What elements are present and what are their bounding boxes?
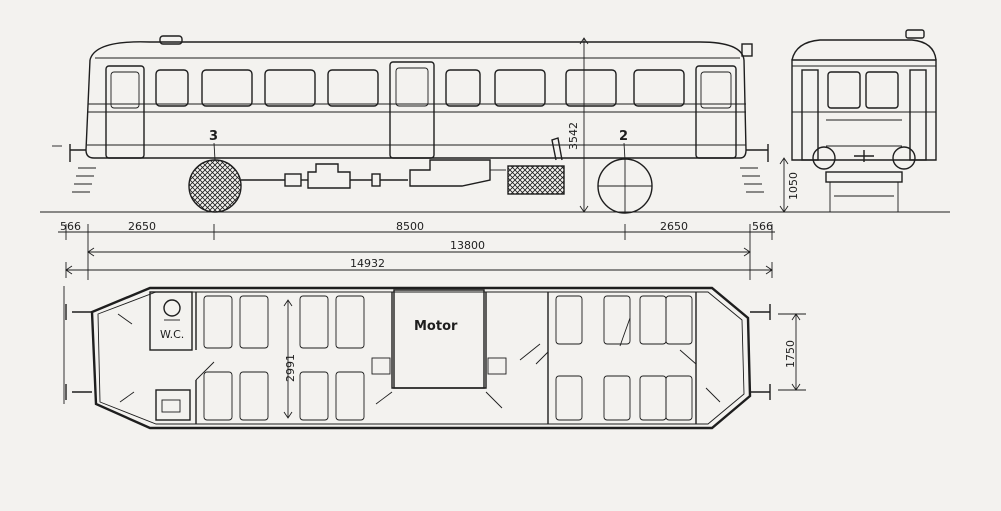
- dim-bogie-left: 2650: [128, 220, 156, 233]
- wheel-hatched: [188, 159, 242, 213]
- motor-label: Motor: [414, 319, 458, 334]
- wc-label: W.C.: [160, 328, 184, 341]
- length-dimensions: 566 2650 8500 2650 566 13800 14932: [58, 220, 775, 280]
- dim-overhang-left: 566: [60, 220, 81, 233]
- dim-height: 3542: [567, 122, 580, 150]
- end-elevation: 1050: [779, 29, 937, 213]
- side-windows: [155, 69, 685, 107]
- dim-bogie-right: 2650: [660, 220, 688, 233]
- side-elevation: 3 2 3542: [40, 35, 950, 214]
- motor-compartment: [393, 289, 485, 389]
- dim-width-right: 1750: [784, 340, 797, 368]
- wc-compartment: [149, 291, 193, 351]
- callout-3: 3: [209, 129, 218, 144]
- dim-overhang-right: 566: [752, 220, 773, 233]
- plan-view: W.C. Motor: [63, 286, 806, 430]
- dim-bogie-center: 8500: [396, 220, 424, 233]
- callout-2: 2: [619, 129, 628, 144]
- dim-length-total: 14932: [350, 257, 385, 270]
- seats-left: [203, 295, 365, 421]
- seats-right: [555, 295, 693, 421]
- dim-length-body: 13800: [450, 239, 485, 252]
- dim-aisle-height: 2991: [284, 354, 297, 382]
- dim-floor-height: 1050: [787, 172, 800, 200]
- radiator: [507, 165, 565, 195]
